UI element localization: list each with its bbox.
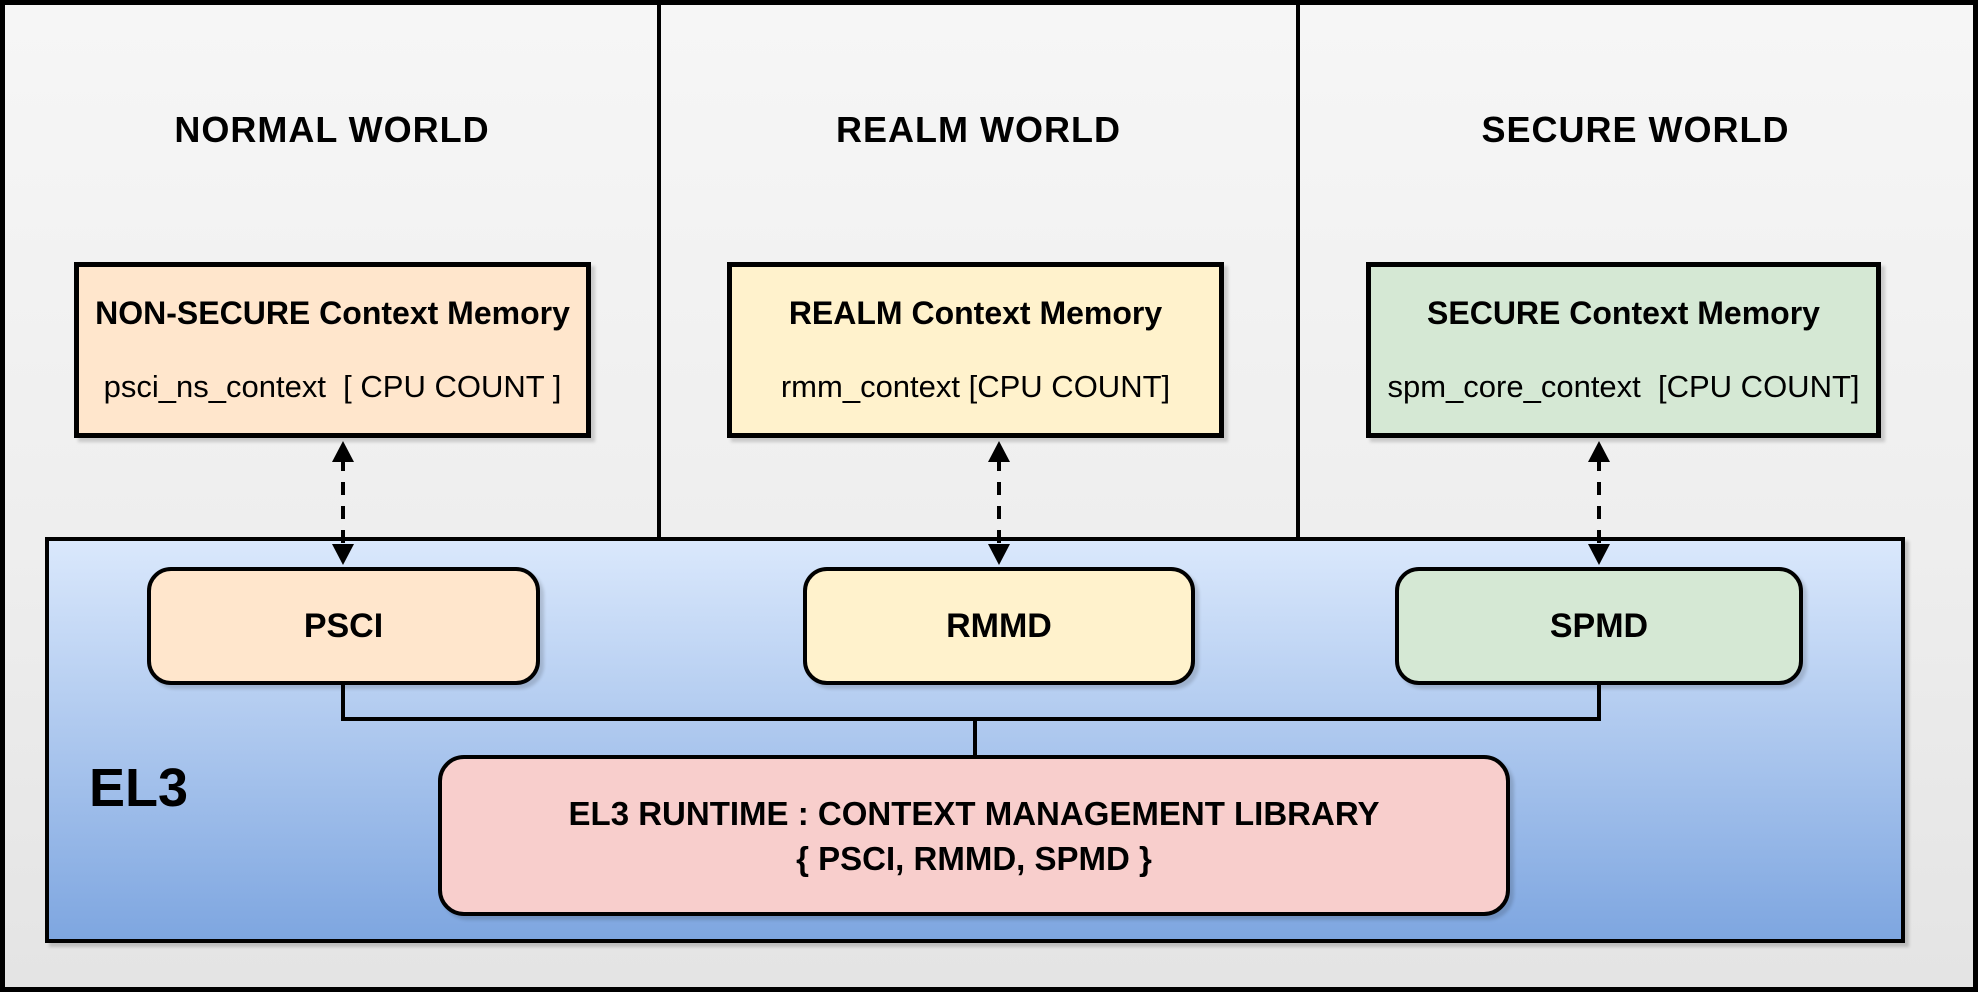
rmmd-module-box: RMMD	[803, 567, 1195, 685]
rmmd-context-arrow	[988, 441, 1010, 565]
el3-runtime-library-box: EL3 RUNTIME : CONTEXT MANAGEMENT LIBRARY…	[438, 755, 1510, 916]
non-secure-context-memory-title: NON-SECURE Context Memory	[95, 295, 570, 331]
dashed-line	[1597, 458, 1601, 548]
runtime-connector-stub	[973, 719, 977, 757]
el3-runtime-library-line2: { PSCI, RMMD, SPMD }	[796, 839, 1152, 877]
el3-label: EL3	[89, 758, 189, 818]
spmd-connector-stub	[1597, 683, 1601, 721]
world-divider-realm-secure	[1296, 5, 1300, 537]
non-secure-context-memory-detail: psci_ns_context [ CPU COUNT ]	[103, 369, 562, 404]
psci-context-arrow	[332, 441, 354, 565]
secure-context-memory-title: SECURE Context Memory	[1427, 295, 1820, 331]
realm-context-memory-title: REALM Context Memory	[788, 295, 1163, 331]
world-divider-normal-realm	[657, 5, 661, 537]
realm-context-memory-detail: rmm_context [CPU COUNT]	[780, 369, 1171, 404]
psci-module-box: PSCI	[147, 567, 540, 685]
arrow-up-icon	[988, 441, 1010, 462]
non-secure-context-memory-box: NON-SECURE Context Memory psci_ns_contex…	[74, 262, 591, 438]
el3-runtime-library-line1: EL3 RUNTIME : CONTEXT MANAGEMENT LIBRARY	[568, 794, 1380, 832]
dashed-line	[997, 458, 1001, 548]
arrow-up-icon	[332, 441, 354, 462]
spmd-module-box: SPMD	[1395, 567, 1803, 685]
dashed-line	[341, 458, 345, 548]
realm-context-memory-box: REALM Context Memory rmm_context [CPU CO…	[727, 262, 1224, 438]
psci-connector-stub	[341, 683, 345, 721]
secure-world-title: SECURE WORLD	[1481, 109, 1790, 150]
normal-world-title: NORMAL WORLD	[174, 109, 490, 150]
arrow-down-icon	[1588, 544, 1610, 565]
secure-context-memory-detail: spm_core_context [CPU COUNT]	[1387, 369, 1860, 404]
spmd-context-arrow	[1588, 441, 1610, 565]
arrow-up-icon	[1588, 441, 1610, 462]
connector-horizontal-line	[341, 717, 1601, 721]
realm-world-title: REALM WORLD	[836, 109, 1121, 150]
arrow-down-icon	[332, 544, 354, 565]
secure-context-memory-box: SECURE Context Memory spm_core_context […	[1366, 262, 1881, 438]
arrow-down-icon	[988, 544, 1010, 565]
